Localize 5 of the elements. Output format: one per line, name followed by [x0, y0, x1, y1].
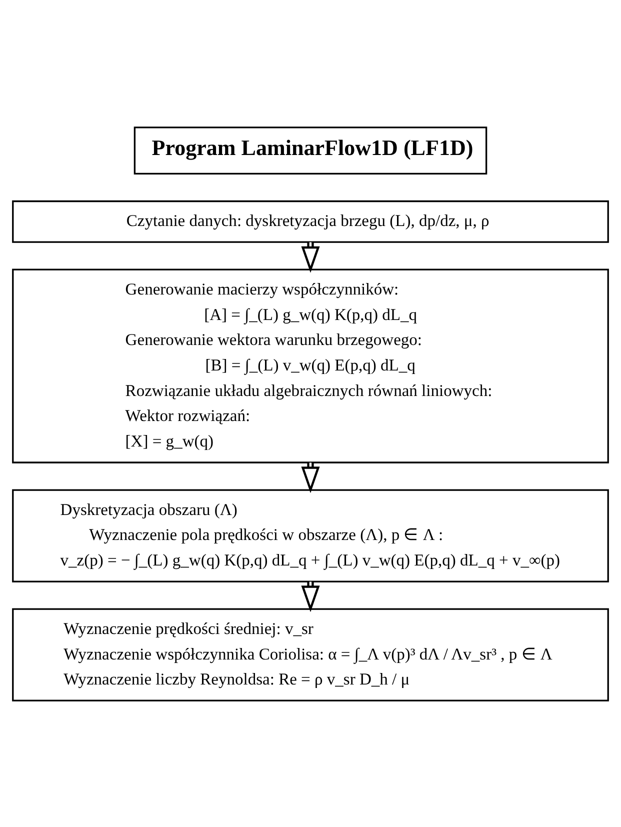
node-box: Generowanie macierzy współczynników: [A] = ∫_(L) g_w(q) K(p,q) dL_q Generowanie wektora warunku brzegowego: [B] = ∫_(L) v_w(q) E(p,q) dL_q Rozwiązanie układu algebraicznych równań liniowych: Wektor rozwiązań: [X] = g_w(q) — [12, 268, 609, 463]
node-box: Wyznaczenie prędkości średniej: v_sr Wyznaczenie współczynnika Coriolisa: α = ∫_Λ v(p)³ dΛ / Λv_sr³ , p ∈ Λ Wyznaczenie liczby Reynoldsa: Re = ρ v_sr D_h / μ — [12, 608, 609, 701]
node-box: Dyskretyzacja obszaru (Λ) Wyznaczenie pola prędkości w obszarze (Λ), p ∈ Λ : v_z(p) = − ∫_(L) g_w(q) K(p,q) dL_q + ∫_(L) v_w(q) E(p,q) dL_q + v_∞(p) — [12, 488, 609, 582]
node-box: Czytanie danych: dyskretyzacja brzegu (L), dp/dz, μ, ρ — [12, 200, 609, 242]
node-box: Program LaminarFlow1D (LF1D) — [134, 126, 488, 174]
